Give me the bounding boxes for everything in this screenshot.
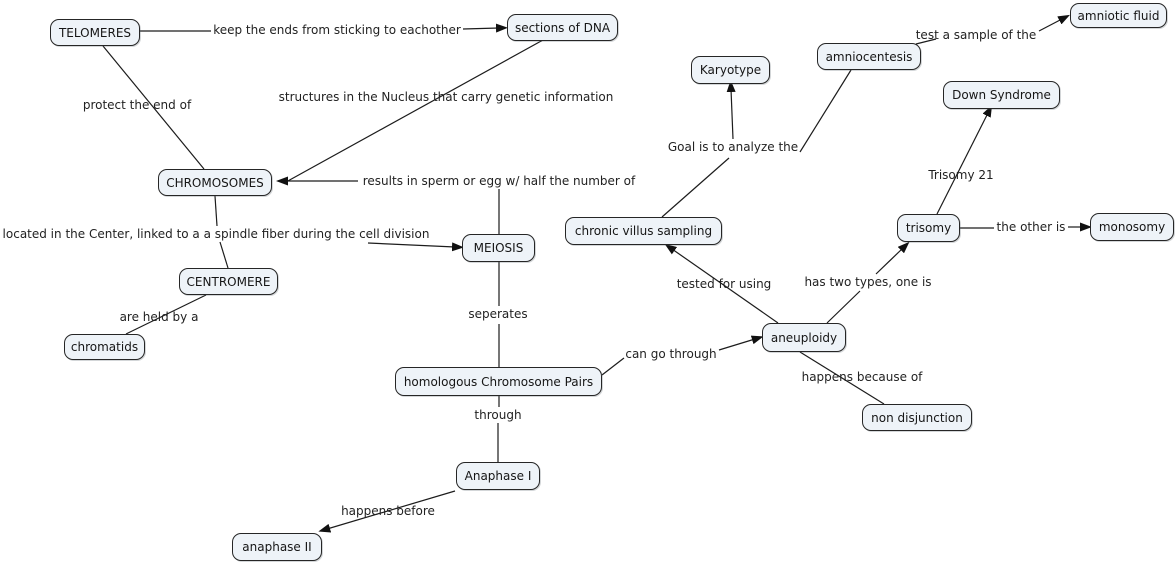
concept-node-monosomy[interactable]: monosomy (1090, 213, 1174, 241)
concept-node-sections-of-dna[interactable]: sections of DNA (507, 14, 618, 41)
concept-node-amniotic-fluid[interactable]: amniotic fluid (1070, 3, 1167, 28)
link-phrase[interactable]: through (474, 408, 522, 422)
link-phrase[interactable]: happens before (341, 504, 435, 518)
concept-node-homologous-pairs[interactable]: homologous Chromosome Pairs (395, 367, 602, 396)
edge-line (799, 69, 852, 153)
edge-line (102, 45, 205, 170)
edge-line (219, 241, 229, 269)
link-phrase[interactable]: tested for using (676, 277, 772, 291)
edge-line (285, 39, 544, 183)
concept-node-chronic-villus-sampling[interactable]: chronic villus sampling (565, 217, 722, 245)
concept-node-aneuploidy[interactable]: aneuploidy (762, 323, 846, 352)
edge-line (875, 241, 910, 275)
edge-line (799, 351, 885, 405)
edge-line (367, 242, 464, 252)
link-phrase[interactable]: has two types, one is (804, 275, 932, 289)
link-phrase[interactable]: Goal is to analyze the (667, 140, 799, 154)
edge-line (664, 243, 779, 324)
edge-line (826, 290, 861, 324)
edge-line (718, 335, 764, 351)
link-phrase[interactable]: results in sperm or egg w/ half the numb… (362, 174, 636, 188)
link-phrase[interactable]: the other is (996, 220, 1066, 234)
link-phrase[interactable]: happens because of (801, 370, 923, 384)
edge-line (936, 104, 993, 215)
link-phrase[interactable]: structures in the Nucleus that carry gen… (278, 90, 614, 104)
concept-node-telomeres[interactable]: TELOMERES (50, 19, 140, 46)
link-phrase[interactable]: protect the end of (82, 98, 192, 112)
concept-node-chromatids[interactable]: chromatids (64, 334, 145, 360)
concept-node-amniocentesis[interactable]: amniocentesis (817, 43, 921, 70)
concept-node-chromosomes[interactable]: CHROMOSOMES (158, 169, 272, 196)
edge-line (915, 38, 937, 45)
edge-line (214, 195, 218, 227)
link-phrase[interactable]: can go through (625, 347, 717, 361)
edge-line (601, 357, 625, 376)
concept-node-down-syndrome[interactable]: Down Syndrome (943, 81, 1060, 109)
concept-node-karyotype[interactable]: Karyotype (691, 56, 770, 84)
edge-line (661, 157, 730, 218)
edge-line (318, 490, 456, 533)
edge-line (125, 294, 207, 335)
concept-node-anaphase-2[interactable]: anaphase II (232, 533, 322, 561)
concept-node-non-disjunction[interactable]: non disjunction (862, 404, 972, 431)
link-phrase[interactable]: Trisomy 21 (928, 168, 994, 182)
edge-line (1038, 14, 1070, 32)
concept-node-meiosis[interactable]: MEIOSIS (462, 234, 535, 262)
edge-line (726, 80, 736, 140)
concept-node-centromere[interactable]: CENTROMERE (179, 268, 278, 295)
link-phrase[interactable]: keep the ends from sticking to eachother (213, 23, 461, 37)
link-phrase[interactable]: test a sample of the (915, 28, 1037, 42)
concept-node-anaphase-1[interactable]: Anaphase I (456, 462, 540, 490)
concept-node-trisomy[interactable]: trisomy (897, 214, 960, 242)
edge-line (462, 23, 508, 33)
link-phrase[interactable]: seperates (468, 307, 528, 321)
link-phrase[interactable]: located in the Center, linked to a a spi… (2, 227, 430, 241)
link-phrase[interactable]: are held by a (119, 310, 199, 324)
